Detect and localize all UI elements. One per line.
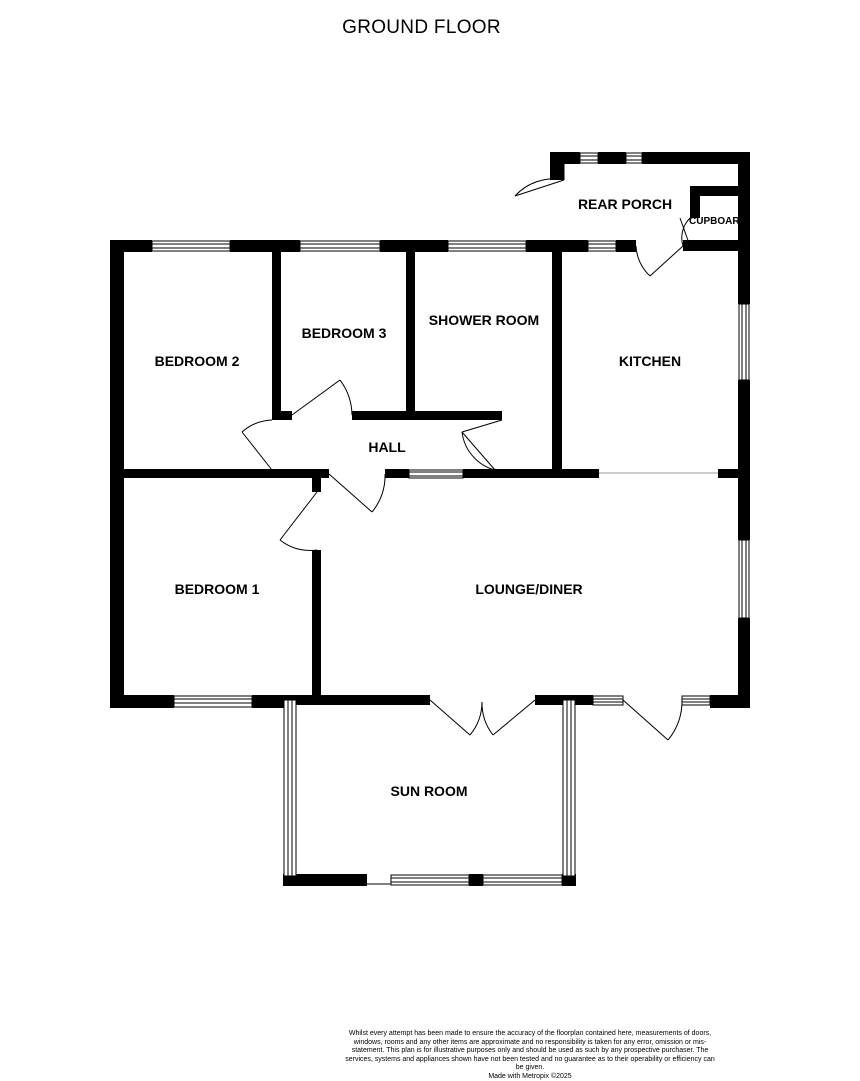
window-shower-top [448,241,526,251]
window-lounge-right [739,540,749,618]
window-kitchen-porch [588,241,616,251]
window-lounge-bottom-2 [682,696,710,705]
door-lounge-external [623,700,682,740]
label-rear-porch: REAR PORCH [578,196,672,212]
door-porch-kitchen [636,246,683,276]
label-bedroom-1: BEDROOM 1 [175,581,260,597]
window-lounge-bottom-1 [593,696,623,705]
label-kitchen: KITCHEN [619,353,681,369]
label-bedroom-2: BEDROOM 2 [155,353,240,369]
label-shower-room: SHOWER ROOM [429,312,539,328]
walls [110,152,750,886]
disclaimer: Whilst every attempt has been made to en… [345,1030,715,1081]
windows [152,153,749,885]
door-bedroom-1 [280,492,317,551]
window-bedroom-1-bottom [174,696,252,707]
openings [367,473,718,884]
door-shower-room [462,420,502,470]
door-hall-lounge [329,474,385,512]
window-sun-room-right [563,700,575,876]
window-hall [409,470,463,478]
window-bedroom-2-top [152,241,230,251]
label-sun-room: SUN ROOM [391,783,468,799]
window-porch-2 [626,153,642,163]
label-bedroom-3: BEDROOM 3 [302,325,387,341]
door-bedroom-3 [292,380,352,415]
window-bedroom-3-top [300,241,380,251]
disclaimer-text: Whilst every attempt has been made to en… [345,1030,715,1073]
window-sun-room-bottom-2 [483,875,562,885]
window-kitchen-right [739,304,749,380]
window-sun-room-left [284,700,296,876]
window-sun-room-bottom-1 [391,875,469,885]
window-porch-1 [580,153,598,163]
door-bedroom-2 [242,420,272,470]
label-hall: HALL [368,439,406,455]
label-lounge-diner: LOUNGE/DINER [475,581,582,597]
door-lounge-sunroom-double [430,700,535,735]
